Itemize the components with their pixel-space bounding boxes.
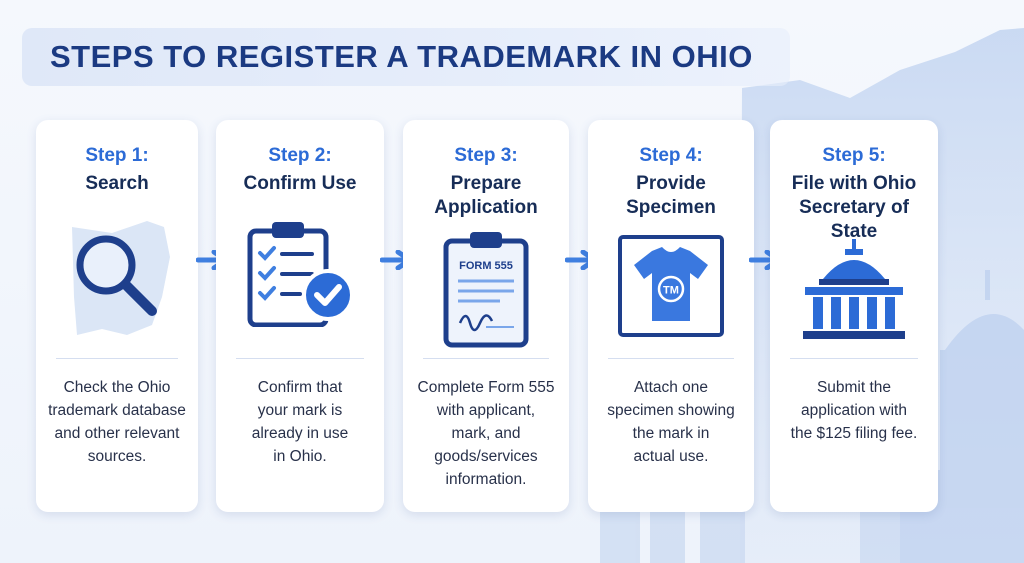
step-card-2: Step 2: Confirm Use Confirm that your ma… [216,120,384,512]
tm-label: TM [663,285,679,297]
step-description: Submit the application with the $125 fil… [790,379,918,442]
capitol-building-icon [803,239,905,339]
step-description: Check the Ohio trademark database and ot… [48,379,186,465]
step-number: Step 2: [268,145,332,166]
step-title: Search [85,173,149,194]
card-divider [423,358,549,359]
step-description: Attach one specimen showing the mark in … [607,379,735,465]
form-clipboard-icon: FORM 555 [443,232,529,348]
step-description: Confirm that your mark is already in use… [251,379,349,465]
step-card-5: Step 5: File with Ohio Secretary of Stat… [770,120,938,512]
page-title: STEPS TO REGISTER A TRADEMARK IN OHIO [50,39,753,74]
step-card-3: Step 3: Prepare Application FORM 555 Com… [403,120,569,512]
title-banner: STEPS TO REGISTER A TRADEMARK IN OHIO [22,28,790,86]
step-number: Step 4: [639,145,703,166]
clipboard-checklist-icon [247,222,354,327]
step-number: Step 5: [822,145,886,166]
step-number: Step 3: [454,145,518,166]
step-card-1: Step 1: Search Check the Ohio trademark … [36,120,198,512]
card-divider [236,358,364,359]
card-divider [790,358,918,359]
card-divider [608,358,734,359]
tshirt-specimen-icon: TM [618,235,724,337]
step-description: Complete Form 555 with applicant, mark, … [417,379,555,488]
step-number: Step 1: [85,145,149,166]
card-divider [56,358,178,359]
step-title: File with Ohio Secretary of State [791,173,917,242]
step-title: Confirm Use [243,173,357,194]
step-title: Prepare Application [434,173,538,218]
form-label: FORM 555 [459,260,513,272]
magnifier-over-ohio-icon [72,221,170,335]
step-card-4: Step 4: Provide Specimen TM Attach one s… [588,120,754,512]
step-title: Provide Specimen [626,173,716,218]
